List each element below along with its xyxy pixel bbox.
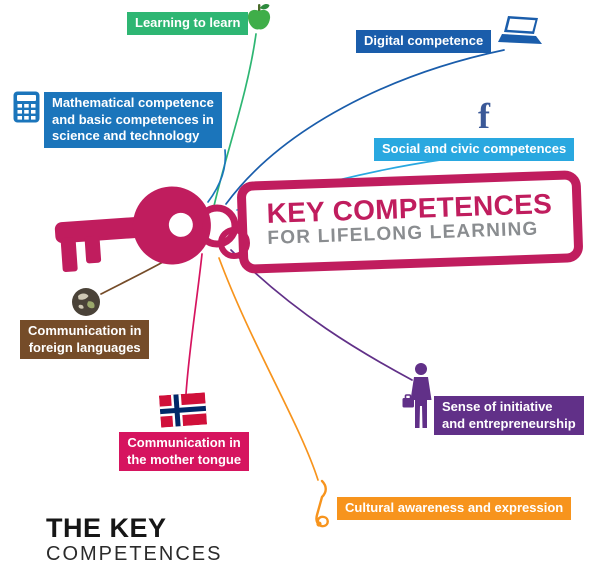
label-text: Social and civic competences: [382, 141, 567, 156]
footer-title: THE KEY COMPETENCES: [46, 514, 222, 566]
label-social-civic-competences: Social and civic competences: [374, 138, 575, 161]
label-line: the mother tongue: [127, 451, 242, 467]
globe-icon: [72, 288, 100, 316]
label-digital-competence: Digital competence: [356, 30, 492, 53]
label-line: foreign languages: [28, 339, 141, 355]
label-mathematical-competence: Mathematical competence and basic compet…: [44, 92, 222, 148]
norwegian-flag-icon: [158, 392, 208, 428]
apple-icon: [247, 3, 271, 30]
connector-mother-tongue: [185, 253, 203, 395]
calculator-icon: [13, 91, 40, 123]
label-text: Digital competence: [364, 33, 484, 48]
label-line: Communication in: [28, 323, 142, 338]
label-line: Sense of initiative: [442, 399, 553, 414]
facebook-icon: f: [478, 96, 490, 136]
label-sense-of-initiative: Sense of initiative and entrepreneurship: [434, 396, 584, 436]
footer-line-the-key: THE KEY: [46, 513, 167, 543]
label-communication-foreign-languages: Communication in foreign languages: [20, 320, 150, 360]
key-icon: [54, 186, 211, 272]
treble-clef-icon: [315, 479, 329, 528]
label-text: Cultural awareness and expression: [345, 500, 564, 515]
label-line: Communication in: [127, 435, 241, 450]
label-text: Learning to learn: [135, 15, 241, 30]
keyring-large-icon: [195, 204, 239, 248]
label-line: and entrepreneurship: [442, 415, 576, 431]
label-learning-to-learn: Learning to learn: [127, 12, 249, 35]
label-line: Mathematical competence: [52, 95, 214, 110]
businessman-icon: [402, 363, 432, 428]
connector-foreign-languages: [100, 241, 198, 295]
label-cultural-awareness: Cultural awareness and expression: [337, 497, 572, 520]
label-line: and basic competences in: [52, 111, 214, 127]
footer-line-competences: COMPETENCES: [46, 543, 223, 566]
connector-mathematical-competence: [207, 149, 227, 203]
label-communication-mother-tongue: Communication in the mother tongue: [119, 432, 250, 472]
key-tag: KEY COMPETENCES FOR LIFELONG LEARNING: [236, 170, 584, 274]
label-line: science and technology: [52, 128, 200, 144]
laptop-icon: [498, 16, 542, 44]
